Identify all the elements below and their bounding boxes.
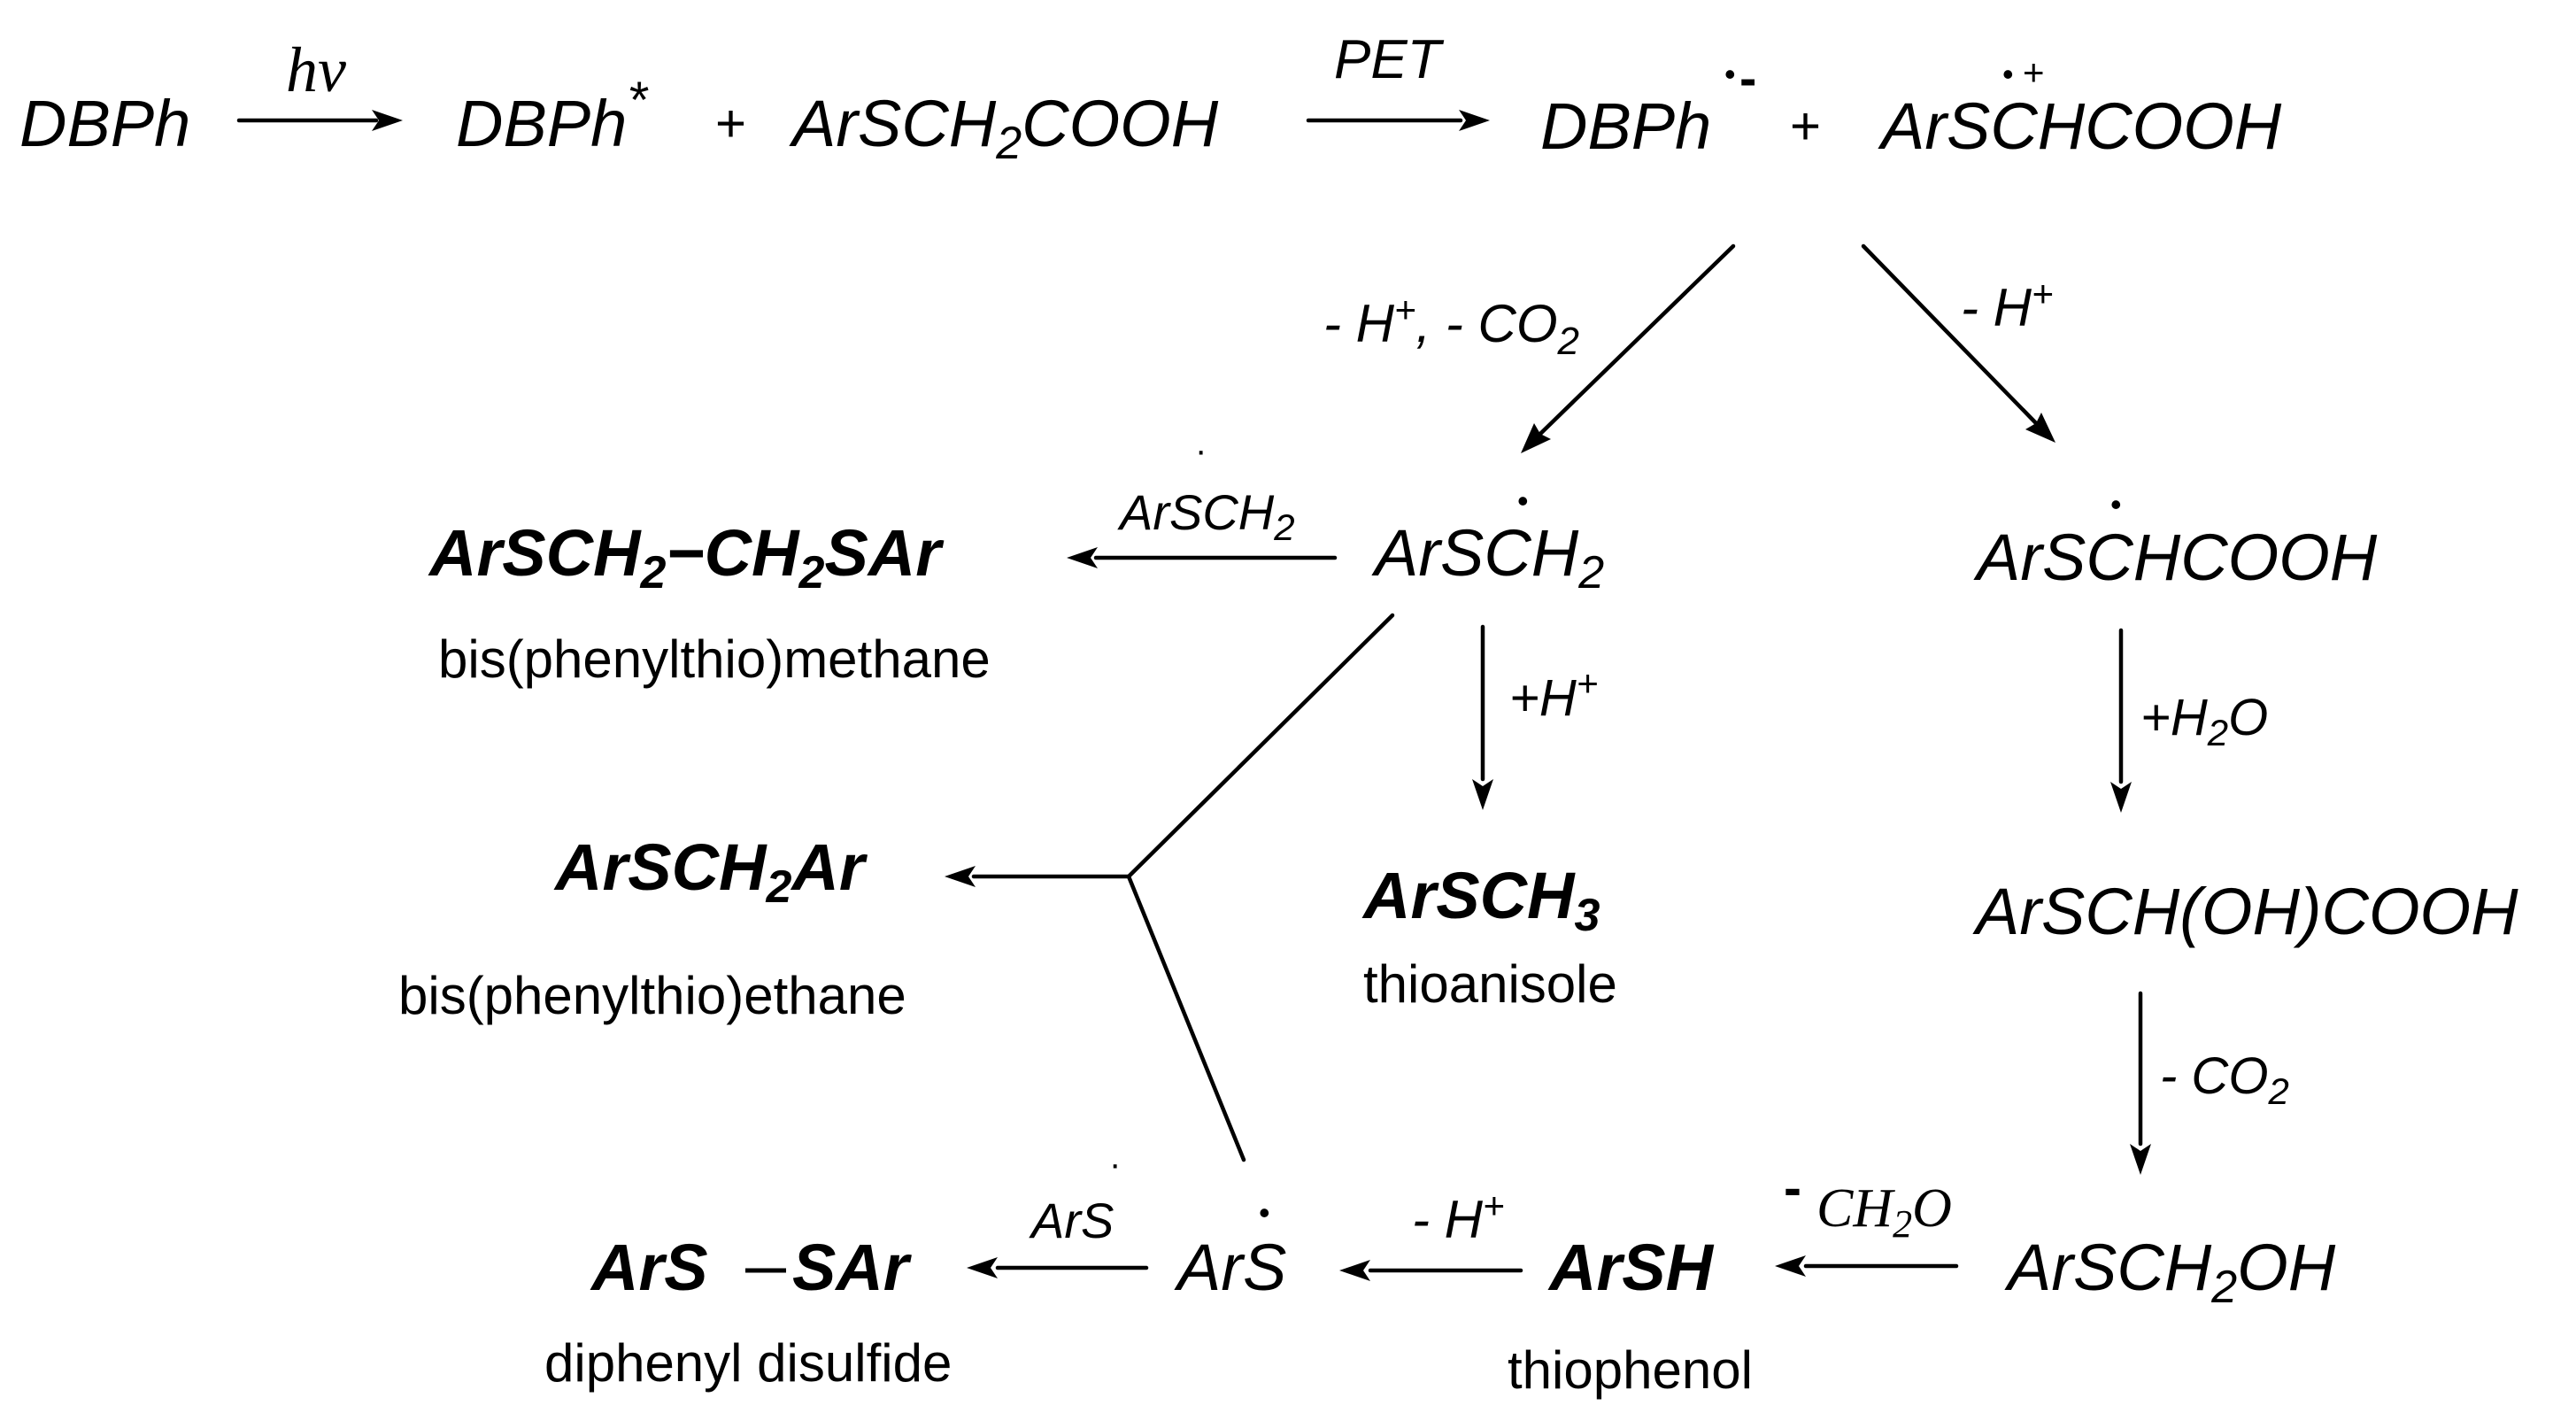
phenylthiomethyl-radical: ArSCH2 — [1371, 516, 1604, 598]
right-branch-arrow-head — [2025, 413, 2055, 443]
thioanisole-name: thioanisole — [1363, 954, 1617, 1014]
protonation-arrow-head — [1472, 779, 1493, 810]
cross-coupling-product: ArSCH2Ar — [553, 830, 868, 913]
radical-cation-species: ArSCHCOOH — [1878, 89, 2282, 163]
right-branch-condition: - H+ — [1961, 273, 2054, 337]
plus-sign-1: + — [715, 94, 746, 153]
disulfide-reagent-dot: · — [1109, 1145, 1121, 1184]
disulfide-formula: ArS — [590, 1231, 708, 1304]
formaldehyde-loss-arrow-head — [1775, 1255, 1806, 1277]
deprotonation-arrow-head — [1339, 1260, 1370, 1281]
dimerization-reagent-dot: · — [1195, 431, 1207, 470]
thioanisole-formula: ArSCH3 — [1361, 859, 1600, 941]
radical-anion-minus: - — [1739, 50, 1756, 107]
carboxy-radical: ArSCHCOOH — [1973, 521, 2378, 594]
hydration-arrow-head — [2110, 782, 2132, 813]
pet-label: PET — [1334, 29, 1445, 90]
radical-cation-dot: • — [2002, 56, 2014, 92]
hv-label: hv — [286, 35, 346, 105]
formaldehyde-loss-minus: - — [1784, 1158, 1801, 1217]
left-branch-condition: - H+, - CO2 — [1323, 289, 1579, 363]
right-branch-arrow — [1861, 243, 2039, 426]
decarboxylation-condition: - CO2 — [2160, 1047, 2289, 1112]
dbph-radical-anion: DBPh — [1540, 89, 1711, 163]
cross-coupling-arrow-head — [945, 866, 976, 887]
dbph-excited: DBPh* — [456, 72, 649, 160]
plus-sign-2: + — [1790, 97, 1821, 156]
hv-arrow-head — [372, 110, 403, 131]
thiyl-radical: ArS — [1174, 1231, 1286, 1304]
dbph-label: DBPh — [19, 87, 190, 160]
pet-arrow-head — [1459, 110, 1490, 131]
disulfide-reagent: ArS — [1029, 1193, 1114, 1248]
hydration-condition: +H2O — [2140, 689, 2268, 753]
row1-excitation-and-pet: DBPh hv DBPh* + ArSCH2COOH PET DBPh • - … — [19, 29, 2282, 169]
thiophenol-formula: ArSH — [1547, 1231, 1715, 1304]
row2-radicals: ArSCH2−CH2SAr bis(phenylthio)methane ArS… — [428, 431, 2378, 689]
radical-anion-dot: • — [1724, 56, 1736, 92]
radical-cation-plus: + — [2023, 51, 2045, 93]
hydroxy-acid: ArSCH(OH)COOH — [1972, 875, 2518, 948]
deprotonation-condition: - H+ — [1412, 1185, 1505, 1249]
protonation-condition: +H+ — [1509, 662, 1598, 727]
dimerization-arrow-head — [1067, 547, 1098, 568]
disulfide-formula-b: SAr — [792, 1231, 913, 1304]
phenylthioacetic-acid: ArSCH2COOH — [789, 87, 1219, 169]
coupling-junction: ArSCH2Ar bis(phenylthio)ethane — [398, 613, 1395, 1162]
carboxy-radical-dot: • — [2110, 486, 2122, 522]
disulfide-arrow-head — [967, 1257, 998, 1278]
branch-arrows: - H+, - CO2 - H+ — [1323, 243, 2055, 453]
decarboxylation-arrow-head — [2130, 1144, 2151, 1175]
left-branch-arrow-head — [1521, 423, 1551, 453]
bottom-row: ArS SAr diphenyl disulfide ArS · ArS • -… — [544, 1145, 2336, 1400]
disulfide-name: diphenyl disulfide — [544, 1333, 952, 1393]
left-branch-arrow — [1538, 243, 1736, 436]
middle-section: +H+ ArSCH3 thioanisole +H2O ArSCH(OH)COO… — [1361, 624, 2518, 1175]
cross-coupling-product-name: bis(phenylthio)ethane — [398, 966, 906, 1025]
dimer-product-name: bis(phenylthio)methane — [438, 629, 991, 689]
thiophenol-name: thiophenol — [1508, 1340, 1753, 1400]
hydroxymethyl-sulfide: ArSCH2OH — [2004, 1231, 2336, 1313]
dimer-product: ArSCH2−CH2SAr — [428, 516, 945, 598]
phenylthiomethyl-radical-dot: • — [1517, 483, 1529, 519]
dimerization-reagent: ArSCH2 — [1117, 484, 1295, 548]
formaldehyde-loss-condition: CH2O — [1816, 1178, 1952, 1246]
thiyl-radical-dot: • — [1259, 1194, 1270, 1231]
junction-line-lower — [1126, 874, 1246, 1162]
junction-line-upper — [1126, 613, 1395, 879]
